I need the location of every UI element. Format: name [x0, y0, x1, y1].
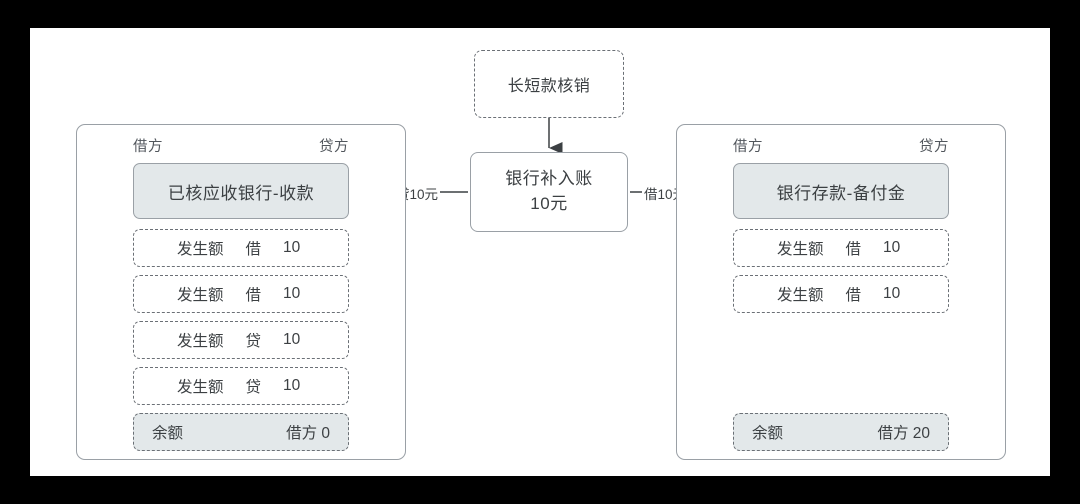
row-amount: 10 — [283, 331, 301, 348]
row-amount: 10 — [283, 239, 301, 256]
row-amount: 10 — [283, 377, 301, 394]
row-direction: 借 — [245, 287, 262, 304]
row-direction: 借 — [245, 241, 262, 258]
right-debit-header: 借方 — [733, 139, 763, 155]
left-balance-row[interactable]: 余额 借方 0 — [133, 413, 349, 451]
row-amount: 10 — [283, 285, 301, 302]
right-credit-header: 贷方 — [919, 139, 949, 155]
table-row[interactable]: 发生额 贷 10 — [133, 321, 349, 359]
row-label: 发生额 — [176, 333, 224, 350]
row-direction: 贷 — [245, 379, 262, 396]
table-row[interactable]: 发生额 借 10 — [733, 275, 949, 313]
table-row[interactable]: 发生额 借 10 — [133, 275, 349, 313]
table-row[interactable]: 发生额 贷 10 — [133, 367, 349, 405]
right-account-title[interactable]: 银行存款-备付金 — [733, 163, 949, 219]
balance-value: 借方 20 — [877, 425, 930, 442]
row-direction: 借 — [845, 287, 862, 304]
row-label: 发生额 — [176, 287, 224, 304]
row-label: 发生额 — [776, 241, 824, 258]
node-writeoff[interactable]: 长短款核销 — [474, 50, 624, 118]
balance-label: 余额 — [752, 425, 784, 442]
left-credit-header: 贷方 — [319, 139, 349, 155]
row-label: 发生额 — [776, 287, 824, 304]
row-label: 发生额 — [176, 379, 224, 396]
t-account-right: 借方 贷方 银行存款-备付金 发生额 借 10 发生额 借 10 余额 借方 2… — [676, 124, 1006, 460]
row-amount: 10 — [883, 285, 901, 302]
node-bank-entry[interactable]: 银行补入账 10元 — [470, 152, 628, 232]
left-debit-header: 借方 — [133, 139, 163, 155]
balance-label: 余额 — [152, 425, 184, 442]
t-account-left: 借方 贷方 已核应收银行-收款 发生额 借 10 发生额 借 10 发生额 贷 … — [76, 124, 406, 460]
diagram-canvas: 贷10元 借10元 长短款核销 银行补入账 10元 借方 贷方 已核应收银行-收… — [30, 28, 1050, 476]
node-bank-entry-line2: 10元 — [530, 194, 568, 213]
right-balance-row[interactable]: 余额 借方 20 — [733, 413, 949, 451]
row-direction: 贷 — [245, 333, 262, 350]
row-amount: 10 — [883, 239, 901, 256]
node-bank-entry-line1: 银行补入账 — [505, 169, 593, 189]
table-row[interactable]: 发生额 借 10 — [133, 229, 349, 267]
row-label: 发生额 — [176, 241, 224, 258]
table-row[interactable]: 发生额 借 10 — [733, 229, 949, 267]
balance-value: 借方 0 — [286, 425, 330, 442]
left-account-title[interactable]: 已核应收银行-收款 — [133, 163, 349, 219]
row-direction: 借 — [845, 241, 862, 258]
